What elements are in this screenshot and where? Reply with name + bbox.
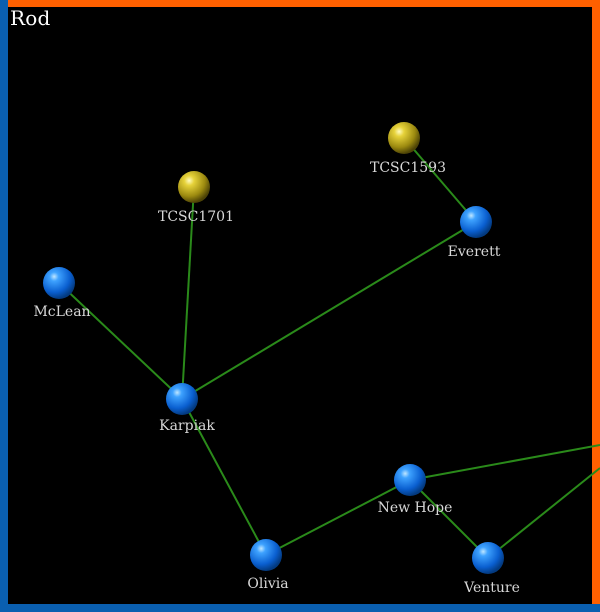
node-label-karpiak: Karpiak	[159, 418, 215, 434]
frame-border-top	[0, 0, 600, 7]
node-venture[interactable]: Venture	[463, 542, 520, 596]
graph-title: Rod	[10, 6, 51, 30]
edge-everett-karpiak	[181, 221, 477, 400]
node-sphere-olivia[interactable]	[250, 539, 282, 571]
node-sphere-tcsc1701[interactable]	[178, 171, 210, 203]
node-sphere-mclean[interactable]	[43, 267, 75, 299]
node-tcsc1701[interactable]: TCSC1701	[158, 171, 234, 225]
frame-border-left	[0, 0, 8, 612]
edge-karpiak-olivia	[181, 398, 267, 556]
node-label-everett: Everett	[448, 244, 501, 260]
node-sphere-karpiak[interactable]	[166, 383, 198, 415]
edge-tcsc1701-karpiak	[181, 186, 195, 400]
frame-border-right	[592, 0, 600, 612]
edge-olivia-new-hope	[265, 479, 411, 556]
nodes-layer: TCSC1593TCSC1701EverettMcLeanKarpiakNew …	[33, 122, 520, 596]
node-sphere-tcsc1593[interactable]	[388, 122, 420, 154]
frame-border-bottom	[0, 604, 600, 612]
node-karpiak[interactable]: Karpiak	[159, 383, 215, 434]
node-label-tcsc1701: TCSC1701	[158, 209, 234, 225]
edge-new-hope-offscreen-east	[409, 444, 600, 481]
node-everett[interactable]: Everett	[448, 206, 501, 260]
node-label-new-hope: New Hope	[378, 500, 453, 516]
node-label-tcsc1593: TCSC1593	[370, 160, 446, 176]
node-sphere-venture[interactable]	[472, 542, 504, 574]
node-olivia[interactable]: Olivia	[247, 539, 289, 592]
node-sphere-new-hope[interactable]	[394, 464, 426, 496]
node-mclean[interactable]: McLean	[33, 267, 91, 320]
edge-tcsc1593-everett	[403, 137, 477, 223]
node-tcsc1593[interactable]: TCSC1593	[370, 122, 446, 176]
edge-venture-offscreen-east	[487, 467, 600, 559]
node-label-venture: Venture	[463, 580, 520, 596]
edge-mclean-karpiak	[58, 282, 183, 400]
edge-new-hope-venture	[409, 479, 489, 559]
node-new-hope[interactable]: New Hope	[378, 464, 453, 516]
node-label-mclean: McLean	[33, 304, 90, 320]
node-label-olivia: Olivia	[247, 576, 288, 592]
node-sphere-everett[interactable]	[460, 206, 492, 238]
edges-layer	[58, 137, 600, 559]
